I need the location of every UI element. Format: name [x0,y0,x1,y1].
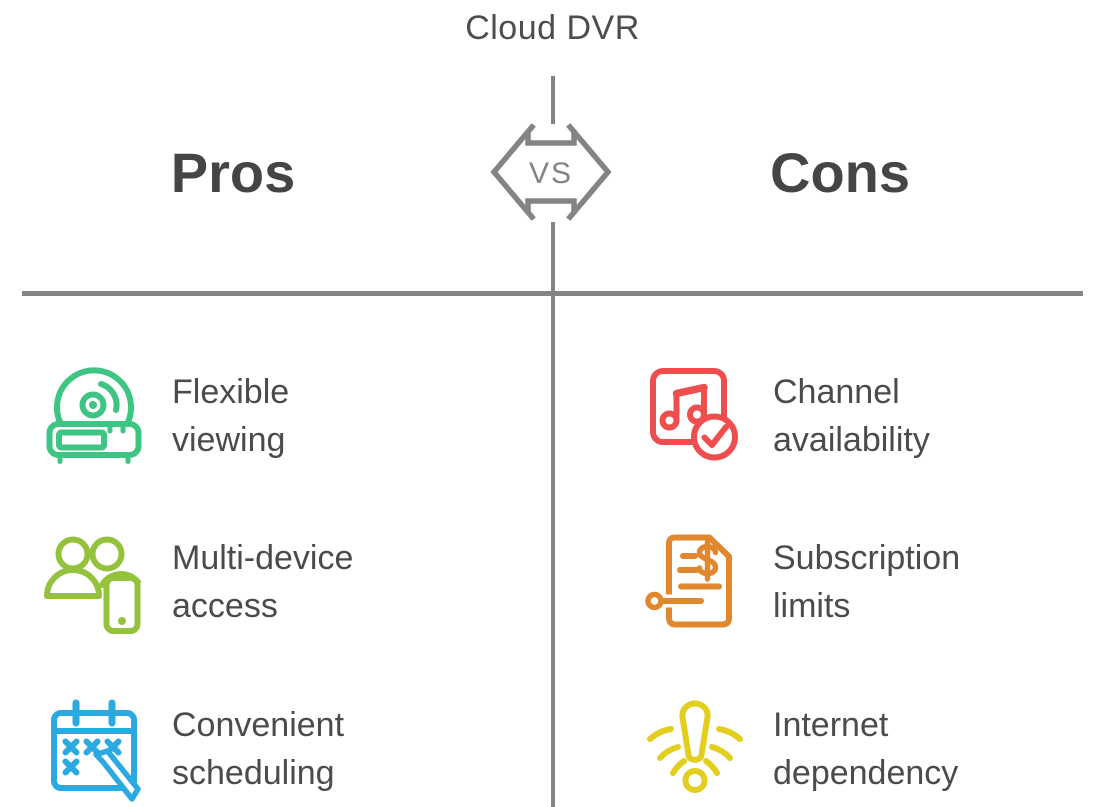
connector-line-top [551,76,555,124]
invoice-dollar-icon [645,529,745,635]
cons-item-label: Subscription limits [773,539,961,625]
vs-bottom-bracket [525,198,577,214]
center-divider-line [551,222,555,807]
multi-device-icon [44,529,144,635]
cons-item-label: Channel availability [773,373,930,459]
vs-badge: VS [490,123,612,221]
pros-item-label: Convenient scheduling [172,706,345,792]
alert-warning-icon [645,696,745,802]
cons-item-channel-availability: Channel availability [645,363,1003,469]
cons-item-subscription-limits: Subscription limits [645,529,1003,635]
pros-item-flexible-viewing: Flexible viewing [44,363,402,469]
pros-item-label: Multi-device access [172,539,354,625]
cons-item-label: Internet dependency [773,706,959,792]
vs-right-chevron-icon [566,123,612,221]
pros-item-label: Flexible viewing [172,373,290,459]
vs-left-chevron-icon [490,123,536,221]
pros-item-convenient-scheduling: Convenient scheduling [44,696,402,802]
page-title: Cloud DVR [465,9,640,47]
dvr-player-icon [44,363,144,469]
vs-label: VS [529,157,573,190]
vs-top-bracket [525,130,577,146]
pros-heading: Pros [170,141,296,204]
cons-item-internet-dependency: Internet dependency [645,696,1003,802]
pros-item-multi-device-access: Multi-device access [44,529,402,635]
media-check-icon [645,363,745,469]
calendar-schedule-icon [44,696,144,802]
horizontal-divider [22,291,1083,296]
cons-heading: Cons [770,141,910,204]
